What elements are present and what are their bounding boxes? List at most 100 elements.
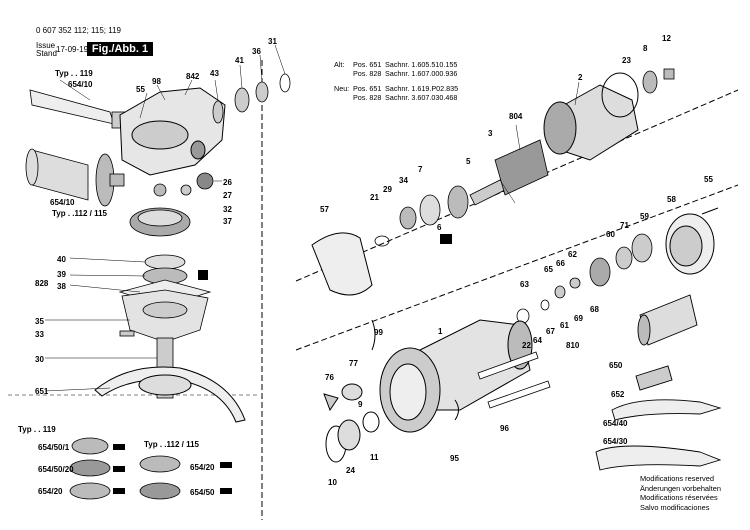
- label-34: 34: [399, 176, 408, 185]
- bearing-8-12: [642, 68, 675, 94]
- label-654-40: 654/40: [603, 419, 628, 428]
- label-68: 68: [590, 305, 599, 314]
- label-typ112-115-bottom: Typ . .112 / 115: [144, 440, 200, 449]
- bearing-group-5-7: [374, 185, 469, 247]
- label-654-10a: 654/10: [68, 80, 93, 89]
- label-804: 804: [509, 112, 523, 121]
- label-31: 31: [268, 37, 277, 46]
- alt-pos-1: Pos. 651: [353, 60, 382, 69]
- label-29: 29: [383, 185, 392, 194]
- label-11: 11: [370, 453, 379, 462]
- label-26: 26: [223, 178, 232, 187]
- leader-lines: [44, 44, 580, 392]
- neu-sachnr-1: Sachnr. 1.619.P02.835: [385, 84, 459, 93]
- part-number: 0 607 352 112; 115; 119: [36, 26, 121, 35]
- label-55a: 55: [136, 85, 145, 94]
- label-67: 67: [546, 327, 555, 336]
- label-37: 37: [223, 217, 232, 226]
- label-654-50-20: 654/50/20: [38, 465, 74, 474]
- label-95: 95: [450, 454, 459, 463]
- label-35: 35: [35, 317, 44, 326]
- label-strips: [477, 351, 551, 409]
- motor-cylinder-1: [379, 319, 533, 433]
- label-61: 61: [560, 321, 569, 330]
- label-65: 65: [544, 265, 553, 274]
- figure-badge: Fig./Abb. 1: [87, 42, 153, 56]
- label-22: 22: [522, 341, 531, 350]
- end-shield-57: [311, 232, 373, 296]
- rotor-3: [469, 139, 549, 206]
- issue-label: Issue: [36, 41, 56, 50]
- label-5: 5: [466, 157, 471, 166]
- label-36: 36: [252, 47, 261, 56]
- modifications-de: Änderungen vorbehalten: [640, 483, 721, 493]
- label-41: 41: [235, 56, 244, 65]
- stand-label: Stand: [36, 49, 57, 58]
- label-62: 62: [568, 250, 577, 259]
- label-23: 23: [622, 56, 631, 65]
- motor-housing-2: [543, 72, 639, 161]
- neu-sachnr-2: Sachnr. 3.607.030.468: [385, 93, 458, 102]
- label-40: 40: [57, 255, 66, 264]
- label-96: 96: [500, 424, 509, 433]
- black-tag-icons: [113, 444, 232, 494]
- label-650: 650: [609, 361, 623, 370]
- valve-group: [516, 233, 653, 324]
- modifications-fr: Modifications réservées: [640, 493, 718, 503]
- label-69: 69: [574, 314, 583, 323]
- label-654-30: 654/30: [603, 437, 628, 446]
- label-59: 59: [640, 212, 649, 221]
- accessories: [595, 294, 722, 471]
- label-828: 828: [35, 279, 49, 288]
- grease-marker-icon: [198, 270, 208, 280]
- label-654-10b: 654/10: [50, 198, 75, 207]
- side-handle-112: [25, 148, 89, 201]
- label-typ119-bottom: Typ . . 119: [18, 425, 56, 434]
- gear-housing-842: [119, 87, 226, 176]
- guard-651: [94, 366, 246, 423]
- label-38: 38: [57, 282, 66, 291]
- protection-disc: [95, 153, 125, 207]
- label-63: 63: [520, 280, 529, 289]
- rear-cover-58: [665, 207, 719, 275]
- alt-label: Alt:: [334, 60, 345, 69]
- label-33: 33: [35, 330, 44, 339]
- divider-upper: [295, 89, 739, 282]
- label-6: 6: [437, 223, 442, 232]
- label-55b: 55: [704, 175, 713, 184]
- alt-pos-2: Pos. 828: [353, 69, 382, 78]
- bevel-gear-37: [129, 207, 191, 237]
- divider-lower: [295, 184, 739, 351]
- label-3: 3: [488, 129, 493, 138]
- grease-marker-icon-2: [440, 234, 452, 244]
- label-10: 10: [328, 478, 337, 487]
- label-654-20a: 654/20: [38, 487, 63, 496]
- label-58: 58: [667, 195, 676, 204]
- label-651: 651: [35, 387, 49, 396]
- label-60: 60: [606, 230, 615, 239]
- alt-sachnr-2: Sachnr. 1.607.000.936: [385, 69, 458, 78]
- pinion-26: [153, 172, 214, 197]
- label-810: 810: [566, 341, 580, 350]
- label-39: 39: [57, 270, 66, 279]
- flange-set-bottom: [69, 437, 181, 500]
- label-64: 64: [533, 336, 542, 345]
- label-842: 842: [186, 72, 200, 81]
- label-652: 652: [611, 390, 625, 399]
- label-8: 8: [643, 44, 648, 53]
- label-typ119-top: Typ . . 119: [55, 69, 93, 78]
- rings-front: [323, 319, 459, 463]
- label-7: 7: [418, 165, 423, 174]
- label-66: 66: [556, 259, 565, 268]
- label-43: 43: [210, 69, 219, 78]
- label-typ112-115: Typ . .112 / 115: [52, 209, 108, 218]
- label-654-50: 654/50: [190, 488, 215, 497]
- alt-sachnr-1: Sachnr. 1.605.510.155: [385, 60, 458, 69]
- label-654-50-1: 654/50/1: [38, 443, 70, 452]
- label-21: 21: [370, 193, 379, 202]
- modifications-es: Salvo modificaciones: [640, 502, 710, 512]
- label-12: 12: [662, 34, 671, 43]
- label-99: 99: [374, 328, 383, 337]
- modifications-en: Modifications reserved: [640, 474, 714, 483]
